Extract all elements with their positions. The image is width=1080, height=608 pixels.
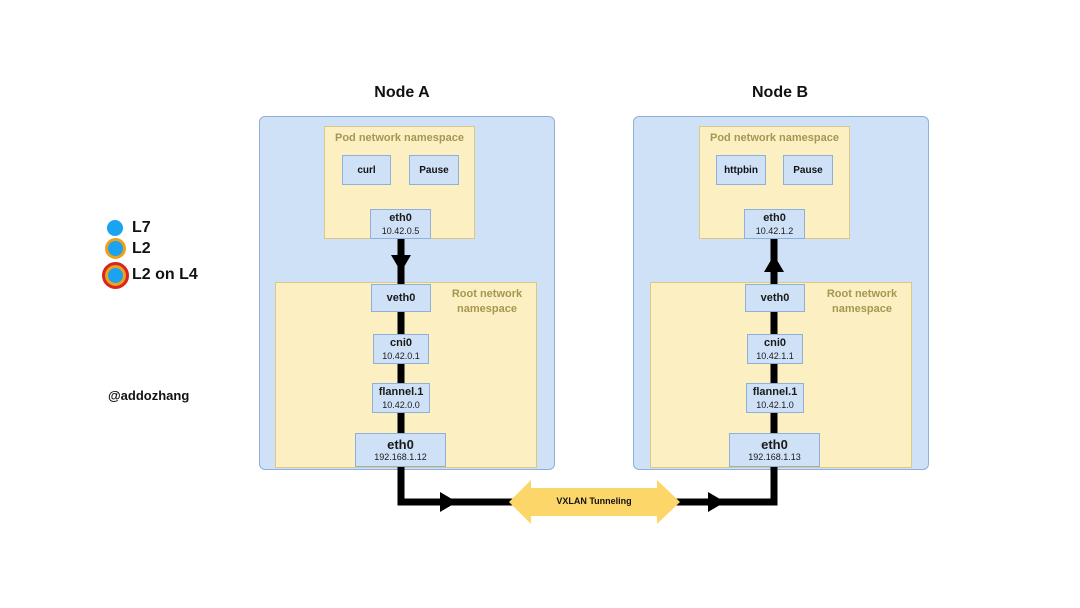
node-b-cni0-name: cni0 xyxy=(763,336,786,349)
author-credit: @addozhang xyxy=(108,388,190,403)
node-b-cni0-ip: 10.42.1.1 xyxy=(756,350,794,361)
node-b-flannel-ip: 10.42.1.0 xyxy=(756,399,794,410)
node-b-veth0: veth0 xyxy=(745,284,805,312)
node-b-host-eth0-ip: 192.168.1.13 xyxy=(748,451,801,462)
legend-label-l7: L7 xyxy=(132,219,151,236)
node-b-root-namespace-label: Root network namespace xyxy=(826,288,898,315)
node-a-pod-eth0: eth0 10.42.0.5 xyxy=(370,209,431,239)
legend-label-l2: L2 xyxy=(132,240,151,257)
node-a-title: Node A xyxy=(374,84,430,101)
node-b-pod-namespace-label: Pod network namespace xyxy=(710,132,839,144)
node-b-title: Node B xyxy=(752,84,808,101)
node-a-flannel-ip: 10.42.0.0 xyxy=(382,399,420,410)
node-a-pod-namespace-label: Pod network namespace xyxy=(335,132,464,144)
node-b-cni0: cni0 10.42.1.1 xyxy=(747,334,803,364)
container-curl: curl xyxy=(342,155,391,185)
legend-dot-l2-on-l4 xyxy=(102,262,129,289)
node-b-up-arrow xyxy=(764,255,784,272)
node-b-pod-eth0-ip: 10.42.1.2 xyxy=(755,225,794,236)
node-b-host-eth0: eth0 192.168.1.13 xyxy=(729,433,820,467)
node-a-cni0: cni0 10.42.0.1 xyxy=(373,334,429,364)
container-pause-b-label: Pause xyxy=(793,164,823,176)
node-a-cni0-name: cni0 xyxy=(389,336,412,349)
node-a-pod-eth0-name: eth0 xyxy=(389,211,412,224)
bottom-left-arrow xyxy=(440,492,457,512)
node-a-cni0-ip: 10.42.0.1 xyxy=(382,350,420,361)
legend-label-l2-on-l4: L2 on L4 xyxy=(132,266,198,283)
container-pause-b: Pause xyxy=(783,155,833,185)
container-httpbin-label: httpbin xyxy=(724,164,758,176)
bottom-right-arrow xyxy=(708,492,725,512)
vxlan-tunnel-arrow xyxy=(509,480,680,524)
container-pause-a-label: Pause xyxy=(419,164,449,176)
node-b-pod-eth0-name: eth0 xyxy=(763,211,786,224)
node-a-host-eth0-name: eth0 xyxy=(387,436,414,452)
legend-dot-l7 xyxy=(107,220,123,236)
container-pause-a: Pause xyxy=(409,155,459,185)
legend-dot-l2 xyxy=(105,238,126,259)
node-b-flannel: flannel.1 10.42.1.0 xyxy=(746,383,804,413)
node-a-root-namespace-label: Root network namespace xyxy=(451,288,523,315)
node-a-flannel: flannel.1 10.42.0.0 xyxy=(372,383,430,413)
node-a-veth0: veth0 xyxy=(371,284,431,312)
node-a-host-eth0: eth0 192.168.1.12 xyxy=(355,433,446,467)
node-b-host-eth0-name: eth0 xyxy=(761,436,788,452)
container-httpbin: httpbin xyxy=(716,155,766,185)
node-a-host-eth0-ip: 192.168.1.12 xyxy=(374,451,427,462)
node-a-pod-eth0-ip: 10.42.0.5 xyxy=(381,225,420,236)
node-a-veth0-name: veth0 xyxy=(386,291,416,304)
node-b-pod-eth0: eth0 10.42.1.2 xyxy=(744,209,805,239)
container-curl-label: curl xyxy=(357,164,376,176)
node-a-flannel-name: flannel.1 xyxy=(378,385,424,398)
node-a-down-arrow xyxy=(391,255,411,272)
vxlan-tunnel-label: VXLAN Tunneling xyxy=(556,496,632,506)
node-b-flannel-name: flannel.1 xyxy=(752,385,798,398)
node-b-veth0-name: veth0 xyxy=(760,291,790,304)
